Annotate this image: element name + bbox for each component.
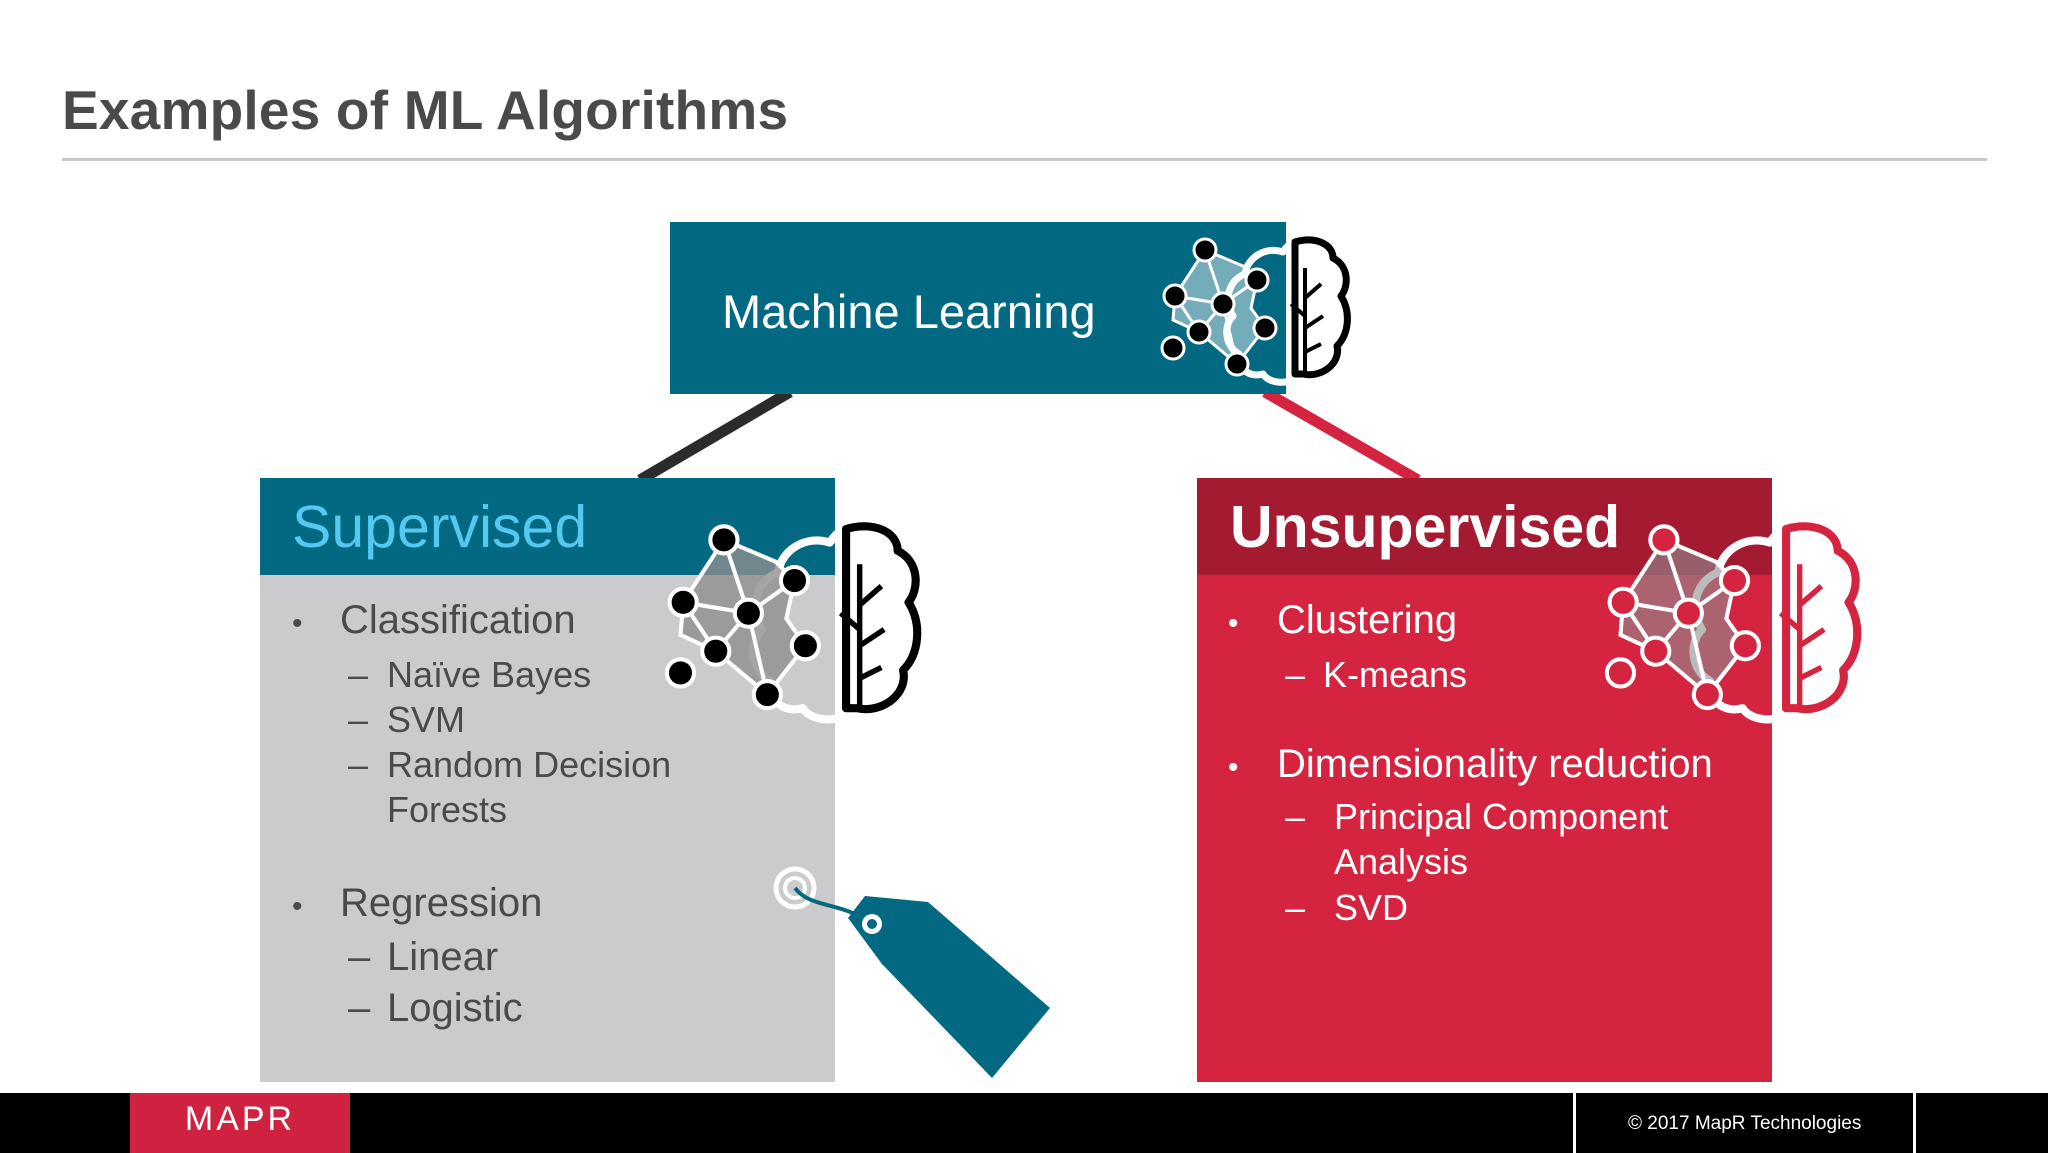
brain-network-icon — [664, 519, 922, 724]
brain-nodes — [1604, 524, 1761, 711]
list-item-svd: SVD — [1334, 887, 1409, 928]
list-item-principal-component: Principal Component — [1334, 796, 1669, 837]
brain-nodes — [664, 524, 821, 711]
connector-supervised — [637, 387, 793, 485]
list-dash: – — [348, 654, 369, 695]
footer-divider — [1573, 1093, 1576, 1153]
connector-unsupervised — [1262, 387, 1421, 485]
list-item-random-decision: Random Decision — [387, 744, 672, 785]
footer-divider — [1913, 1093, 1916, 1153]
list-item-analysis: Analysis — [1334, 841, 1469, 882]
brain-circuits — [1289, 268, 1325, 374]
list-item-naive-bayes: Naïve Bayes — [387, 654, 592, 695]
brain-circuits — [838, 564, 886, 709]
list-item-svm: SVM — [387, 699, 466, 740]
machine-learning-label: Machine Learning — [722, 285, 1096, 338]
list-item-linear: Linear — [387, 935, 499, 979]
title-divider — [62, 158, 1987, 161]
brain-network-icon — [1160, 234, 1351, 386]
brain-circuits — [1778, 564, 1826, 709]
brain-nodes — [1160, 237, 1278, 377]
price-tag-icon — [773, 866, 1050, 1078]
mapr-logo-text: MAPR — [184, 1100, 296, 1138]
list-item-clustering: Clustering — [1277, 598, 1458, 642]
list-item-dimensionality-reduction: Dimensionality reduction — [1277, 742, 1713, 786]
list-dash: – — [1285, 887, 1306, 928]
tag-ring — [773, 866, 817, 910]
slide-title: Examples of ML Algorithms — [62, 79, 789, 141]
list-dash: – — [348, 935, 371, 979]
list-dash: – — [1285, 796, 1306, 837]
list-dash: – — [1285, 654, 1306, 695]
brain-network-icon — [1604, 519, 1862, 724]
unsupervised-label: Unsupervised — [1230, 494, 1621, 560]
list-item-classification: Classification — [340, 598, 576, 642]
list-item-k-means: K-means — [1323, 654, 1468, 695]
list-bullet: • — [1228, 607, 1239, 640]
list-item-forests: Forests — [387, 789, 508, 830]
supervised-label: Supervised — [292, 494, 588, 560]
list-item-logistic: Logistic — [387, 986, 523, 1030]
list-bullet: • — [292, 890, 303, 923]
tag-body — [848, 896, 1050, 1078]
mapr-logo — [130, 1093, 350, 1153]
list-item-regression: Regression — [340, 881, 543, 925]
list-dash: – — [348, 986, 371, 1030]
list-dash: – — [348, 744, 369, 785]
list-dash: – — [348, 699, 369, 740]
copyright-text: © 2017 MapR Technologies — [1628, 1113, 1862, 1134]
list-bullet: • — [1228, 751, 1239, 784]
list-bullet: • — [292, 607, 303, 640]
